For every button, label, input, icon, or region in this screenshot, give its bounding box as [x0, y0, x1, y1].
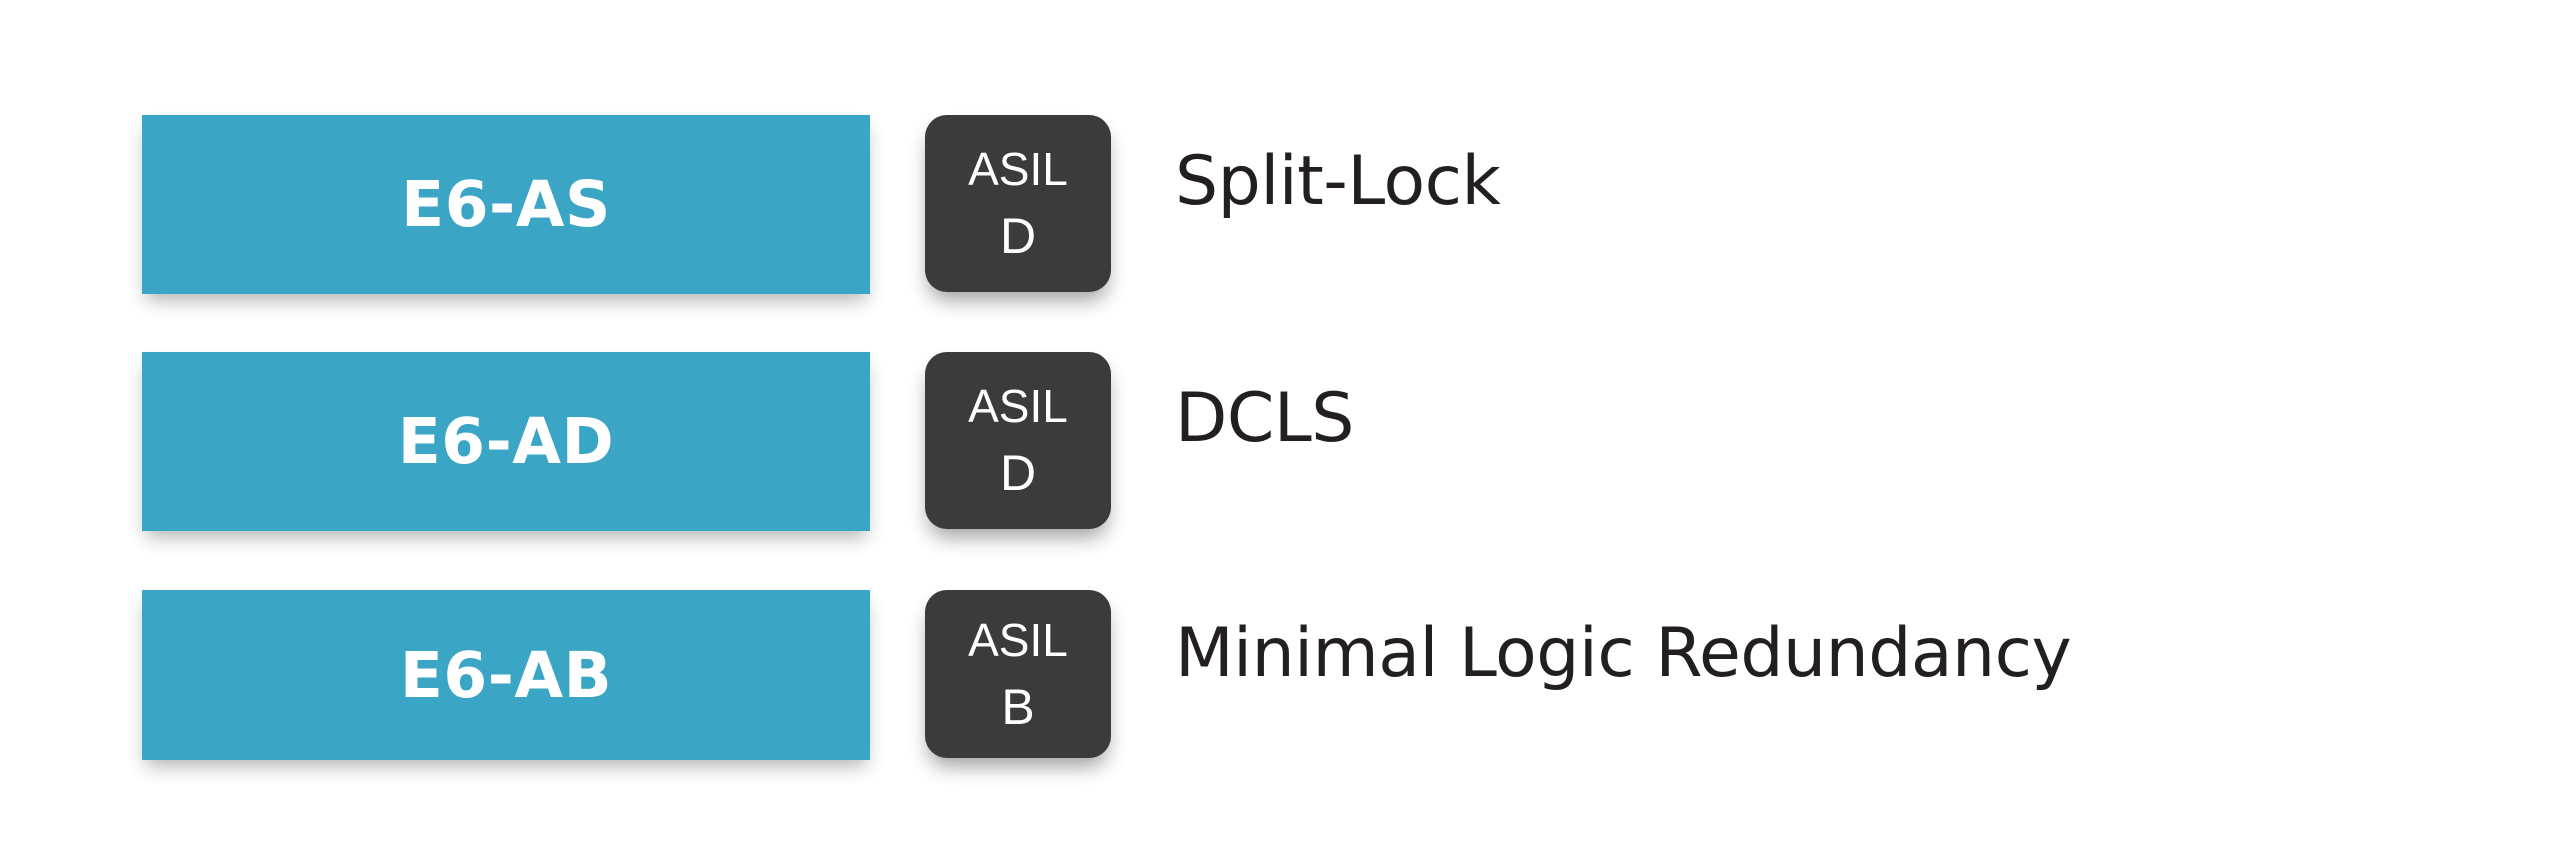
- asil-badge[interactable]: ASIL D: [925, 352, 1111, 529]
- product-label: E6-AD: [397, 405, 615, 478]
- asil-word-label: ASIL: [968, 143, 1068, 196]
- product-label: E6-AB: [399, 638, 613, 712]
- asil-word-label: ASIL: [968, 613, 1068, 666]
- asil-word-label: ASIL: [968, 380, 1068, 433]
- product-bar[interactable]: E6-AS: [142, 115, 870, 294]
- product-bar[interactable]: E6-AB: [142, 590, 870, 760]
- asil-level-label: D: [999, 445, 1037, 502]
- asil-level-label: D: [999, 208, 1037, 265]
- asil-badge[interactable]: ASIL D: [925, 115, 1111, 292]
- feature-description: DCLS: [1175, 379, 1354, 458]
- asil-badge[interactable]: ASIL B: [925, 590, 1111, 758]
- product-bar[interactable]: E6-AD: [142, 352, 870, 531]
- feature-description: Minimal Logic Redundancy: [1175, 614, 2072, 693]
- feature-description: Split-Lock: [1175, 142, 1501, 221]
- asil-level-label: B: [1001, 678, 1035, 735]
- product-label: E6-AS: [401, 168, 611, 241]
